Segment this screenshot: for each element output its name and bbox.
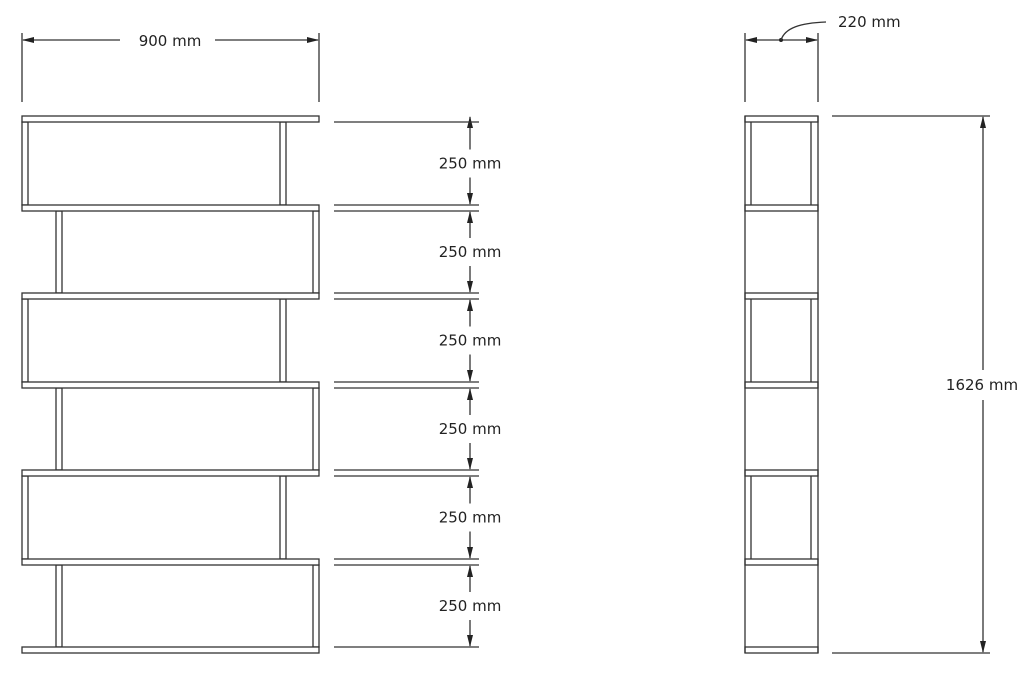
side-view (744, 115, 819, 654)
shelf-spacing-label: 250 mm (439, 597, 502, 615)
divider-panel (55, 210, 63, 294)
shelf-spacing-label: 250 mm (439, 420, 502, 438)
shelf-board (744, 292, 819, 300)
label-background (430, 328, 510, 351)
depth-label: 220 mm (838, 13, 901, 31)
shelf-spacing-label: 250 mm (439, 155, 502, 173)
shelf-board (744, 204, 819, 212)
side-panel (21, 121, 29, 206)
width-label: 900 mm (139, 32, 202, 50)
width-dimension: 900 mm (21, 32, 320, 102)
height-label: 1626 mm (946, 376, 1018, 394)
height-dimension: 1626 mm (832, 115, 1020, 654)
label-background (430, 151, 510, 174)
divider-panel (279, 298, 287, 383)
shelf-spacing-label: 250 mm (439, 243, 502, 261)
side-panel (312, 564, 320, 648)
label-background (430, 505, 510, 528)
divider-panel (55, 387, 63, 471)
divider-panel (279, 121, 287, 206)
shelf-board (744, 646, 819, 654)
shelf-board (21, 204, 320, 212)
front-view (21, 115, 320, 654)
shelf-board (21, 381, 320, 389)
label-background (430, 594, 510, 616)
side-panel (312, 387, 320, 471)
divider-panel (279, 475, 287, 560)
label-background (430, 240, 510, 262)
shelf-board (21, 646, 320, 654)
shelf-board (21, 115, 320, 123)
shelf-spacing-label: 250 mm (439, 509, 502, 527)
shelf-board (744, 115, 819, 123)
label-background (430, 417, 510, 439)
shelf-spacing-dimensions: 250 mm 250 mm 250 mm 250 mm 250 mm 250 mm (334, 116, 510, 648)
shelf-spacing-label: 250 mm (439, 332, 502, 350)
shelf-board (744, 469, 819, 477)
depth-dimension: 220 mm (744, 13, 901, 102)
shelf-board (744, 558, 819, 566)
shelf-board (21, 558, 320, 566)
shelf-board (21, 292, 320, 300)
shelf-board (21, 469, 320, 477)
divider-panel (55, 564, 63, 648)
side-panel (312, 210, 320, 294)
side-panel (21, 475, 29, 560)
side-panel (21, 298, 29, 383)
shelf-board (744, 381, 819, 389)
